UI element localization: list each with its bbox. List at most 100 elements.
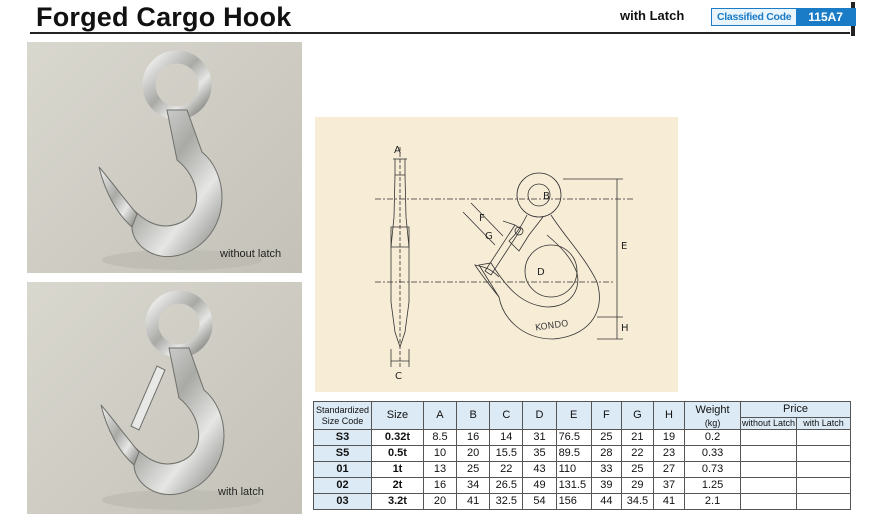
cell-b: 25 [456, 461, 491, 478]
cell-size: 3.2t [371, 493, 424, 510]
cell-price-with-latch [796, 493, 851, 510]
cell-b: 16 [456, 429, 491, 446]
cell-g: 25 [620, 461, 654, 478]
cell-c: 22 [489, 461, 524, 478]
col-header-b: B [456, 401, 491, 430]
engraving-text: KONDO [535, 319, 569, 334]
cell-f: 28 [590, 445, 622, 462]
cell-price-with-latch [796, 429, 851, 446]
col-header-price: Price [740, 401, 851, 418]
dim-label-c: C [395, 371, 402, 382]
cell-price-without-latch [740, 429, 798, 446]
cell-e: 110 [555, 461, 592, 478]
weight-unit: (kg) [704, 418, 721, 428]
dimension-diagram: A B C D E F G H KONDO [375, 145, 635, 382]
cell-a: 20 [422, 493, 458, 510]
col-header-e: E [555, 401, 592, 430]
cell-code: 02 [312, 477, 373, 494]
cell-weight: 0.33 [684, 445, 742, 462]
cell-f: 33 [590, 461, 622, 478]
col-header-price-with-latch: with Latch [796, 417, 851, 430]
col-header-c: C [489, 401, 524, 430]
cell-price-with-latch [796, 477, 851, 494]
photo-caption-with-latch: with latch [218, 486, 264, 498]
header-divider [30, 32, 850, 34]
cell-f: 25 [590, 429, 622, 446]
cell-price-without-latch [740, 493, 798, 510]
cell-e: 89.5 [555, 445, 592, 462]
cell-weight: 2.1 [684, 493, 742, 510]
dim-label-h: H [621, 323, 629, 334]
cell-weight: 0.2 [684, 429, 742, 446]
classified-code-value: 115A7 [796, 9, 855, 25]
dim-label-b: B [543, 191, 550, 202]
col-header-size: Size [371, 401, 424, 430]
cell-h: 37 [652, 477, 686, 494]
cell-a: 13 [422, 461, 458, 478]
cell-h: 41 [652, 493, 686, 510]
cell-e: 76.5 [555, 429, 592, 446]
cell-d: 35 [522, 445, 557, 462]
cell-a: 16 [422, 477, 458, 494]
col-header-f: F [590, 401, 622, 430]
cell-e: 156 [555, 493, 592, 510]
hook-with-latch-image [100, 290, 262, 510]
cell-c: 32.5 [489, 493, 524, 510]
col-header-g: G [620, 401, 654, 430]
col-header-a: A [422, 401, 458, 430]
cell-g: 29 [620, 477, 654, 494]
col-header-d: D [522, 401, 557, 430]
dim-label-a: A [394, 145, 401, 156]
classified-code-label: Classified Code [712, 9, 797, 25]
dim-label-g: G [485, 231, 493, 242]
cell-price-without-latch [740, 477, 798, 494]
cell-c: 26.5 [489, 477, 524, 494]
dim-label-e: E [621, 241, 627, 252]
cell-price-with-latch [796, 445, 851, 462]
cell-size: 0.5t [371, 445, 424, 462]
cell-g: 21 [620, 429, 654, 446]
cell-c: 15.5 [489, 445, 524, 462]
cell-size: 2t [371, 477, 424, 494]
col-header-price-without-latch: without Latch [740, 417, 798, 430]
cell-a: 10 [422, 445, 458, 462]
cell-size: 1t [371, 461, 424, 478]
cell-g: 34.5 [620, 493, 654, 510]
weight-label: Weight [695, 404, 730, 416]
cell-code: S5 [312, 445, 373, 462]
cell-h: 23 [652, 445, 686, 462]
cell-a: 8.5 [422, 429, 458, 446]
cell-d: 43 [522, 461, 557, 478]
cell-weight: 1.25 [684, 477, 742, 494]
cell-e: 131.5 [555, 477, 592, 494]
technical-drawing: A B C D E F G H KONDO [315, 117, 678, 392]
cell-code: S3 [312, 429, 373, 446]
cell-code: 03 [312, 493, 373, 510]
hook-without-latch-image [98, 50, 262, 270]
cell-size: 0.32t [371, 429, 424, 446]
dim-label-f: F [479, 213, 485, 224]
cell-price-without-latch [740, 445, 798, 462]
dim-label-d: D [537, 267, 545, 278]
cell-f: 39 [590, 477, 622, 494]
cell-d: 31 [522, 429, 557, 446]
cell-b: 41 [456, 493, 491, 510]
col-header-weight: Weight (kg) [684, 401, 742, 430]
cell-b: 20 [456, 445, 491, 462]
cell-price-with-latch [796, 461, 851, 478]
cell-price-without-latch [740, 461, 798, 478]
cell-h: 19 [652, 429, 686, 446]
photo-hook-without-latch: without latch [27, 42, 302, 273]
classified-code-badge: Classified Code 115A7 [711, 8, 856, 26]
col-header-code: Standardized Size Code [312, 401, 373, 430]
photo-hook-with-latch: with latch [27, 282, 302, 514]
cell-g: 22 [620, 445, 654, 462]
cell-f: 44 [590, 493, 622, 510]
page-title: Forged Cargo Hook [36, 2, 292, 32]
photo-caption-without-latch: without latch [220, 248, 282, 260]
